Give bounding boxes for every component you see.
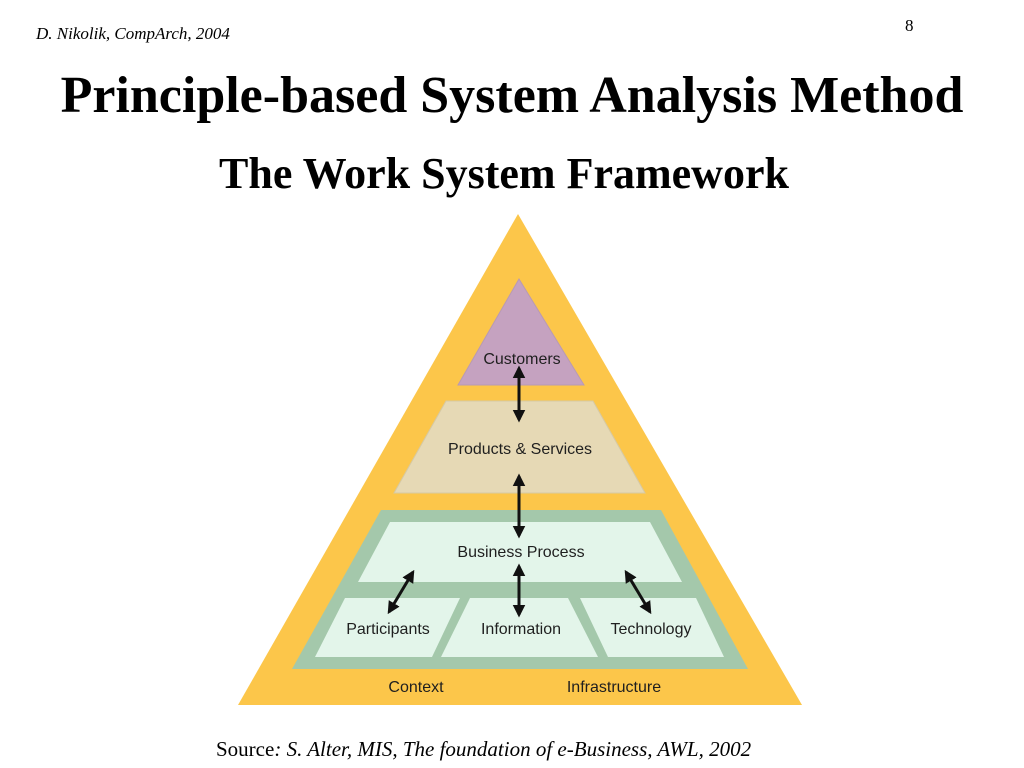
slide-number: 8 — [905, 16, 914, 35]
information-shape — [441, 598, 598, 657]
slide-title: Principle-based System Analysis Method — [60, 67, 964, 124]
information-label: Information — [481, 621, 561, 638]
context-label: Context — [388, 679, 444, 696]
infrastructure-label: Infrastructure — [567, 679, 661, 696]
participants-label: Participants — [346, 621, 430, 638]
slide-subtitle: The Work System Framework — [219, 149, 789, 198]
source-reference: : S. Alter, MIS, The foundation of e-Bus… — [274, 737, 752, 761]
arrow-process-technology — [624, 569, 652, 615]
products-services-label: Products & Services — [448, 441, 592, 458]
business-process-label: Business Process — [457, 544, 584, 561]
business-process-shape — [358, 522, 682, 582]
customers-label: Customers — [483, 351, 560, 368]
author-note: D. Nikolik, CompArch, 2004 — [36, 24, 230, 43]
products-services-shape — [393, 400, 646, 494]
technology-label: Technology — [611, 621, 692, 638]
source-prefix: Source — [216, 737, 275, 761]
technology-shape — [580, 598, 724, 657]
participants-shape — [315, 598, 460, 657]
arrow-process-participants — [387, 569, 415, 615]
source-citation: Source: S. Alter, MIS, The foundation of… — [216, 736, 751, 762]
